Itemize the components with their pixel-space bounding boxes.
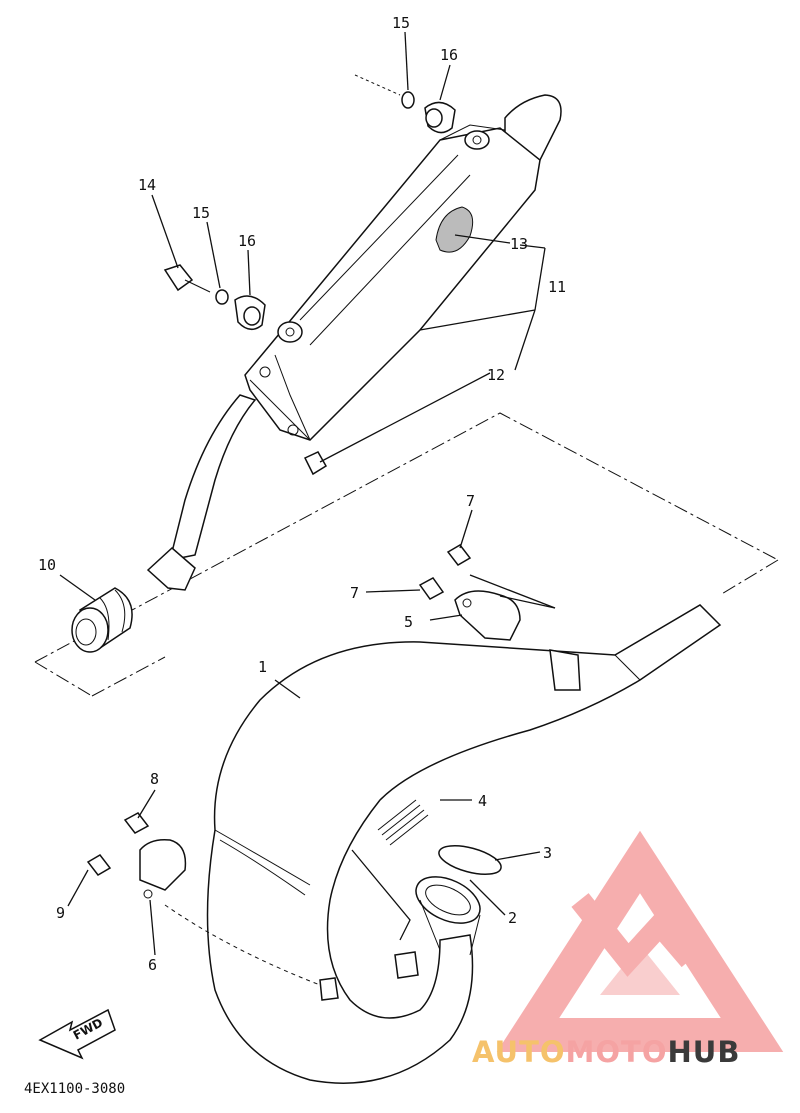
callout-16-top: 16 [440,46,458,64]
callout-2: 2 [508,909,517,927]
callout-3: 3 [543,844,552,862]
callout-10: 10 [38,556,56,574]
callout-15-top: 15 [392,14,410,32]
callout-16-mid: 16 [238,232,256,250]
callout-11: 11 [548,278,566,296]
joint-part [71,587,133,653]
watermark-logo-icon [496,830,784,1052]
watermark-moto: MOTO [566,1035,668,1069]
fwd-arrow-icon: FWD [38,1008,116,1060]
watermark-hub: HUB [668,1035,741,1069]
callout-1: 1 [258,658,267,676]
mount-bolt-upper [354,74,456,134]
nut-12 [303,451,328,476]
watermark-auto: AUTO [472,1035,566,1069]
diagram-code: 4EX1100-3080 [24,1081,125,1097]
leader-lines [59,31,556,986]
bolt-7a [446,544,472,566]
silencer-assembly [146,94,562,591]
callout-9: 9 [56,904,65,922]
callout-12: 12 [487,366,505,384]
callout-8: 8 [150,770,159,788]
callout-13: 13 [510,235,528,253]
gasket-3 [438,845,502,875]
spring-4 [377,799,429,846]
callout-14: 14 [138,176,156,194]
bolt-9 [86,854,112,876]
mount-bolt-lower [163,264,266,331]
bracket-6 [139,838,187,891]
bolt-7b [418,577,445,600]
callout-7-mid: 7 [350,584,359,602]
callout-7-top: 7 [466,492,475,510]
callout-15-mid: 15 [192,204,210,222]
callout-6: 6 [148,956,157,974]
bolt-8 [123,812,150,834]
watermark-text: AUTOMOTOHUB [472,1035,740,1069]
callout-5: 5 [404,613,413,631]
callout-4: 4 [478,792,487,810]
exhaust-pipe [206,604,722,1084]
